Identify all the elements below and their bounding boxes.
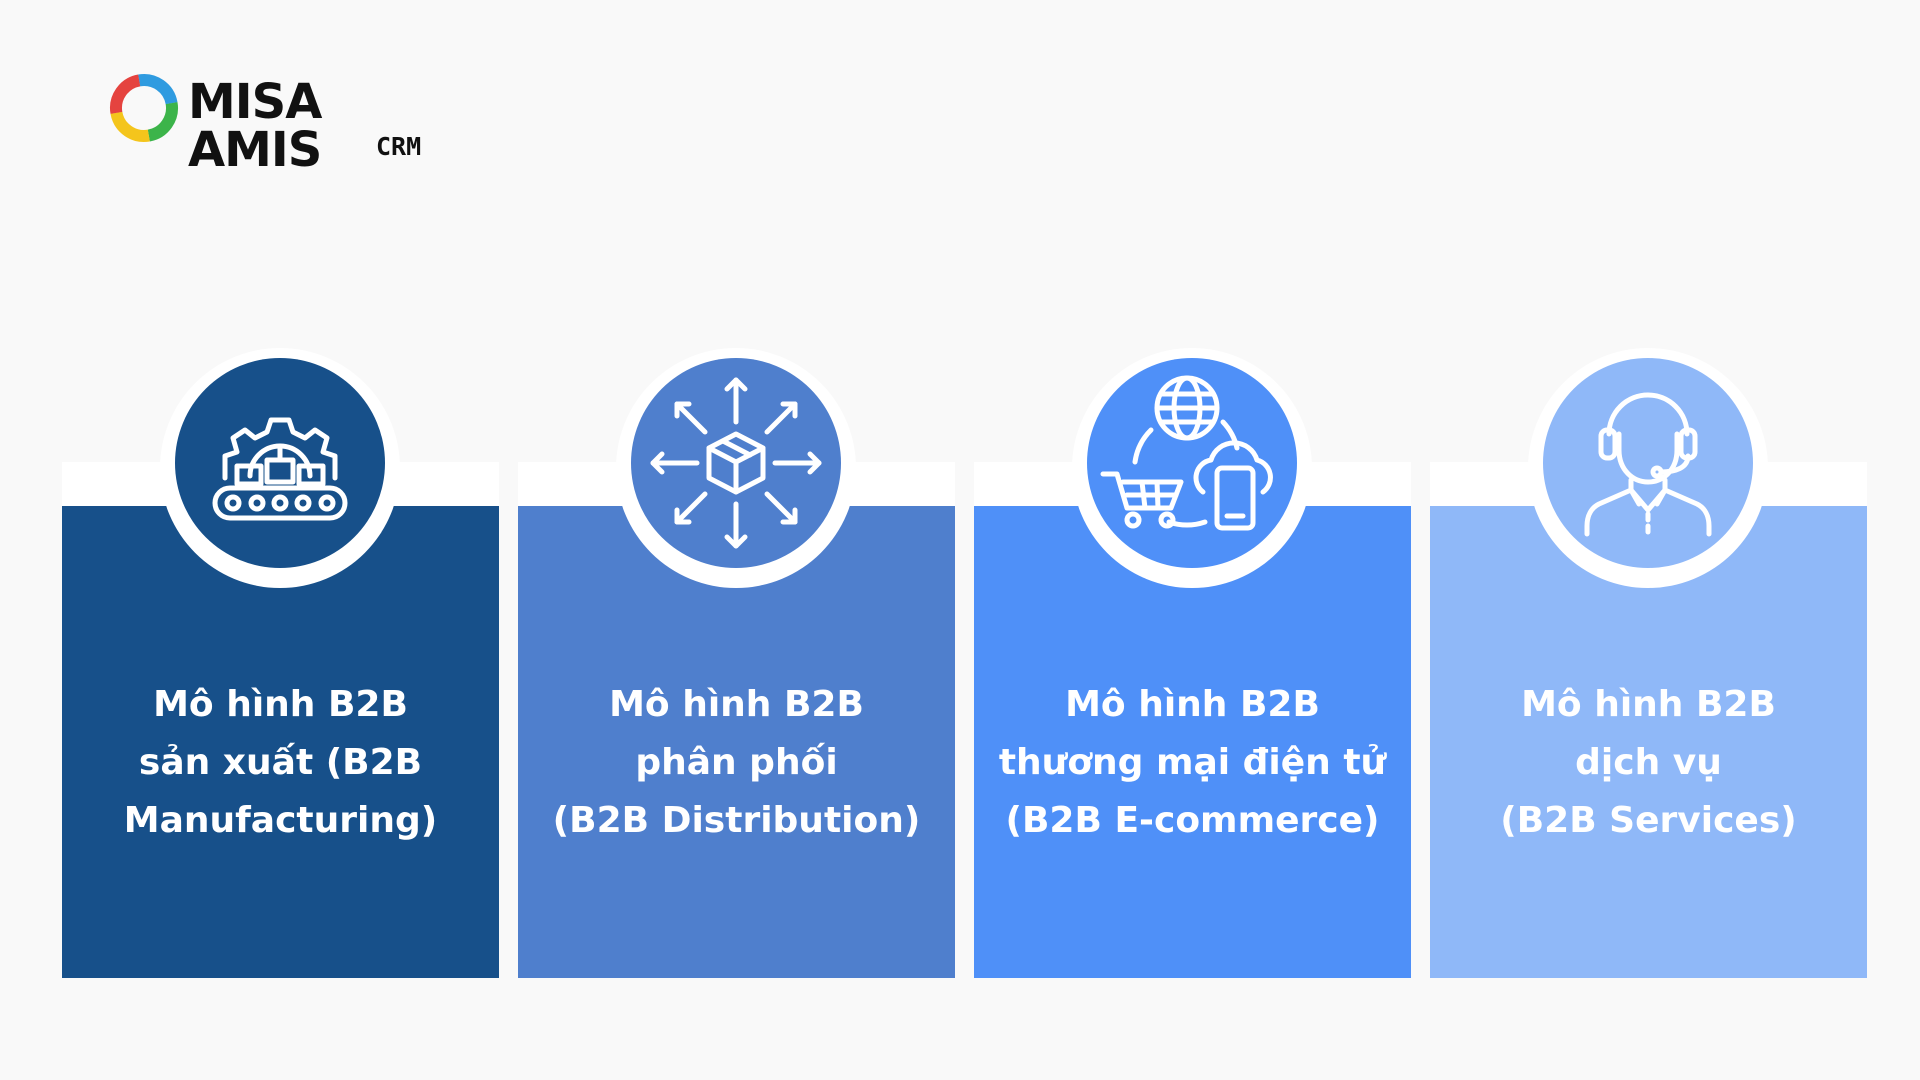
label-line: dịch vụ [1575,742,1722,783]
icon-badge [631,358,841,568]
label-line: thương mại điện tử [998,742,1387,783]
label-line: Mô hình B2B [153,684,408,725]
label-line: Mô hình B2B [609,684,864,725]
brand-subtitle: CRM [376,132,422,161]
label-line: phân phối [635,742,838,783]
icon-badge [1087,358,1297,568]
icon-badge [175,358,385,568]
card-label: Mô hình B2B thương mại điện tử (B2B E-co… [974,676,1411,850]
card-label: Mô hình B2B phân phối (B2B Distribution) [518,676,955,850]
label-line: (B2B Services) [1500,800,1797,841]
card-label: Mô hình B2B dịch vụ (B2B Services) [1430,676,1867,850]
label-line: Mô hình B2B [1521,684,1776,725]
customer-service-agent-icon [1584,392,1712,537]
misa-logo-icon [110,74,178,142]
card-label: Mô hình B2B sản xuất (B2B Manufacturing) [62,676,499,850]
ecommerce-globe-cart-icon [1100,375,1273,531]
box-distribution-icon [650,377,822,549]
label-line: Manufacturing) [123,800,438,841]
brand-logo: MISA AMIS CRM [108,72,448,174]
factory-conveyor-icon [212,417,348,521]
brand-name: MISA AMIS [188,74,322,178]
icon-badge [1543,358,1753,568]
label-line: Mô hình B2B [1065,684,1320,725]
label-line: (B2B E-commerce) [1005,800,1380,841]
label-line: (B2B Distribution) [552,800,921,841]
label-line: sản xuất (B2B [138,742,423,783]
